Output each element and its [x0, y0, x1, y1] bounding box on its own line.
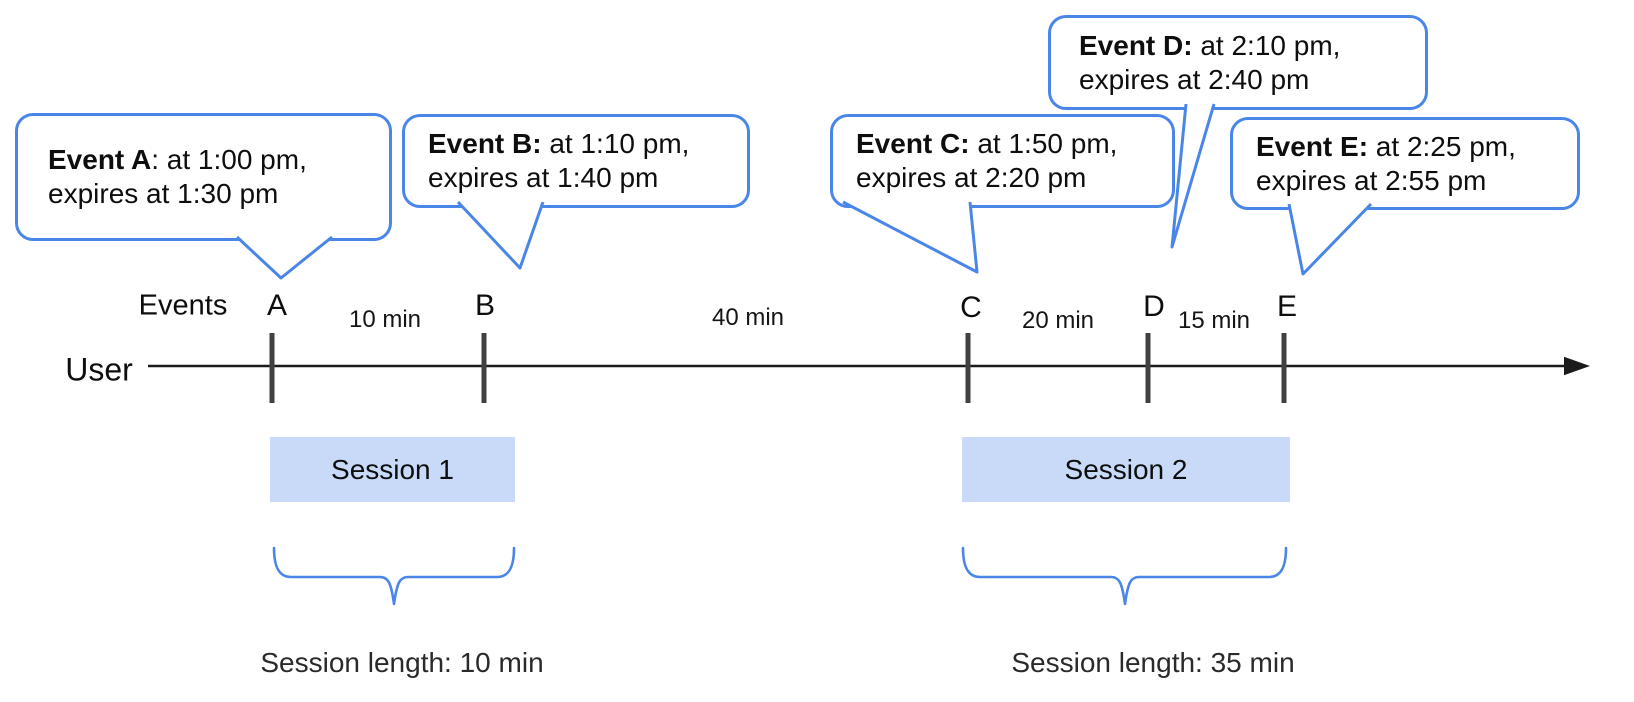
tick-b [481, 333, 487, 403]
tick-c [965, 333, 971, 403]
session-1-box: Session 1 [270, 437, 515, 502]
event-e-bubble: Event E: at 2:25 pm, expires at 2:55 pm [1230, 117, 1580, 210]
events-axis-label: Events [138, 289, 228, 322]
session-2-label: Session 2 [1064, 453, 1188, 485]
tick-label-b: B [474, 289, 496, 322]
event-e-text-line1: Event E: at 2:25 pm, [1256, 130, 1516, 162]
tick-label-d: D [1143, 290, 1165, 323]
event-d-bubble: Event D: at 2:10 pm, expires at 2:40 pm [1048, 15, 1428, 110]
event-a-text-line2: expires at 1:30 pm [48, 178, 279, 209]
event-d-bubble-tail [1170, 103, 1216, 249]
interval-label-40min: 40 min [711, 304, 785, 331]
event-b-text-line2: expires at 1:40 pm [428, 162, 659, 193]
brace-session-2 [961, 546, 1288, 606]
event-a-bubble: Event A: at 1:00 pm, expires at 1:30 pm [15, 113, 392, 241]
session-1-length-label: Session length: 10 min [260, 647, 544, 678]
event-b-text-line1: Event B: at 1:10 pm, [428, 128, 690, 159]
brace-session-1 [272, 546, 516, 606]
event-c-bubble-tail [842, 200, 979, 274]
event-c-text-line2: expires at 2:20 pm [856, 162, 1087, 193]
tick-e [1281, 333, 1287, 403]
session-1-label: Session 1 [331, 453, 454, 485]
session-2-box: Session 2 [962, 437, 1290, 502]
event-c-bubble: Event C: at 1:50 pm, expires at 2:20 pm [830, 114, 1175, 208]
event-d-text-line1: Event D: at 2:10 pm, [1079, 29, 1341, 61]
event-c-text-line1: Event C: at 1:50 pm, [856, 128, 1118, 159]
tick-label-c: C [960, 291, 982, 324]
tick-a [269, 333, 275, 403]
tick-label-e: E [1276, 290, 1298, 323]
event-d-text-line2: expires at 2:40 pm [1079, 63, 1310, 95]
interval-label-15min: 15 min [1177, 307, 1251, 334]
event-e-bubble-tail [1287, 202, 1373, 276]
tick-label-a: A [266, 289, 288, 322]
event-a-text-line1: Event A: at 1:00 pm, [48, 144, 307, 175]
event-b-bubble: Event B: at 1:10 pm, expires at 1:40 pm [402, 114, 750, 208]
event-b-bubble-tail [456, 200, 545, 270]
event-a-bubble-tail [235, 235, 333, 280]
session-2-length-label: Session length: 35 min [1011, 647, 1295, 678]
user-axis-label: User [65, 351, 133, 388]
interval-label-10min: 10 min [348, 306, 422, 333]
timeline-arrowhead-icon [1564, 356, 1590, 376]
interval-label-20min: 20 min [1021, 307, 1095, 334]
event-e-text-line2: expires at 2:55 pm [1256, 164, 1487, 196]
tick-d [1145, 333, 1151, 403]
